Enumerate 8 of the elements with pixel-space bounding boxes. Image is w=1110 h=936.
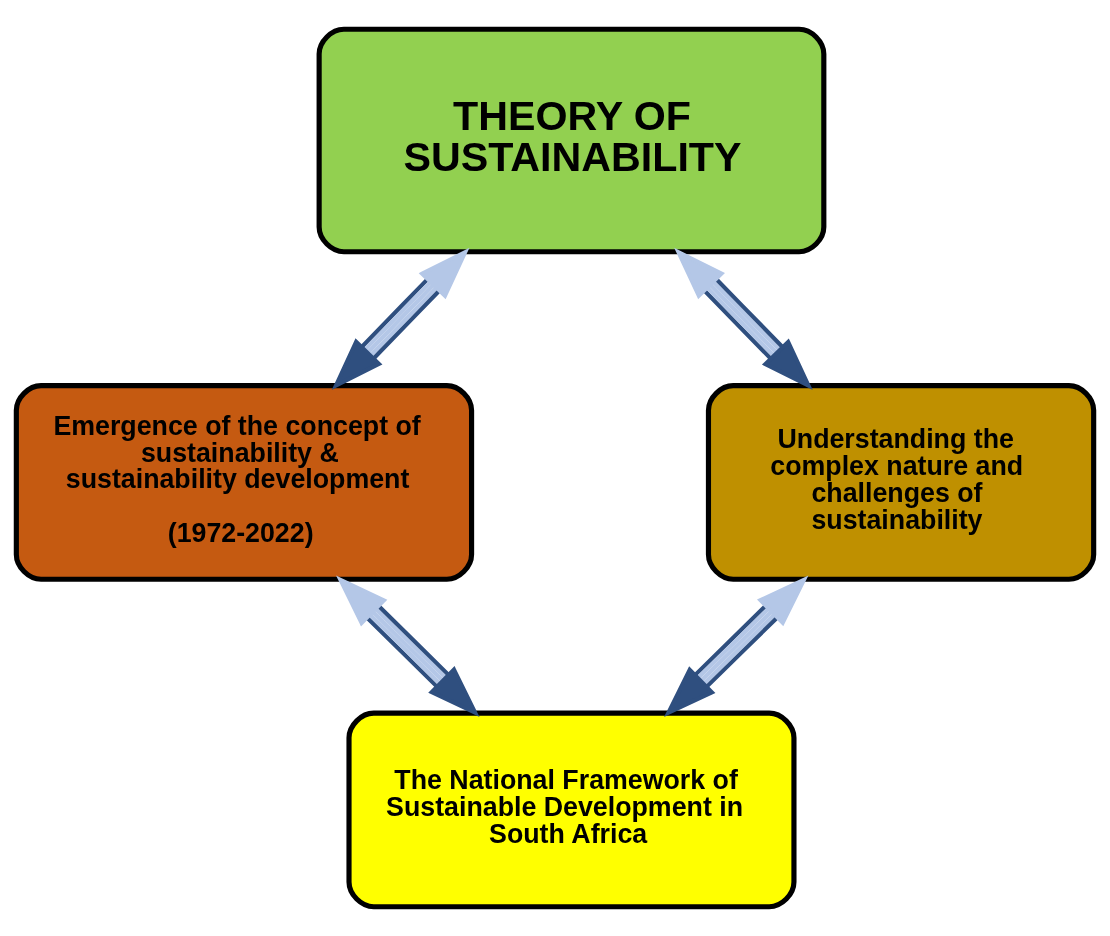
arrow xyxy=(674,247,813,390)
arrow xyxy=(336,575,480,718)
node-box: The National Framework of Sustainable Development in South Africa xyxy=(346,710,797,910)
arrow xyxy=(664,575,809,718)
arrow xyxy=(331,247,470,390)
node-box: Understanding the complex nature and challenges of sustainability xyxy=(705,383,1097,582)
node-box: Emergence of the concept of sustainability & sustainability development (1972-2022) xyxy=(13,383,475,582)
node-box: THEORY OF SUSTAINABILITY xyxy=(316,26,827,255)
